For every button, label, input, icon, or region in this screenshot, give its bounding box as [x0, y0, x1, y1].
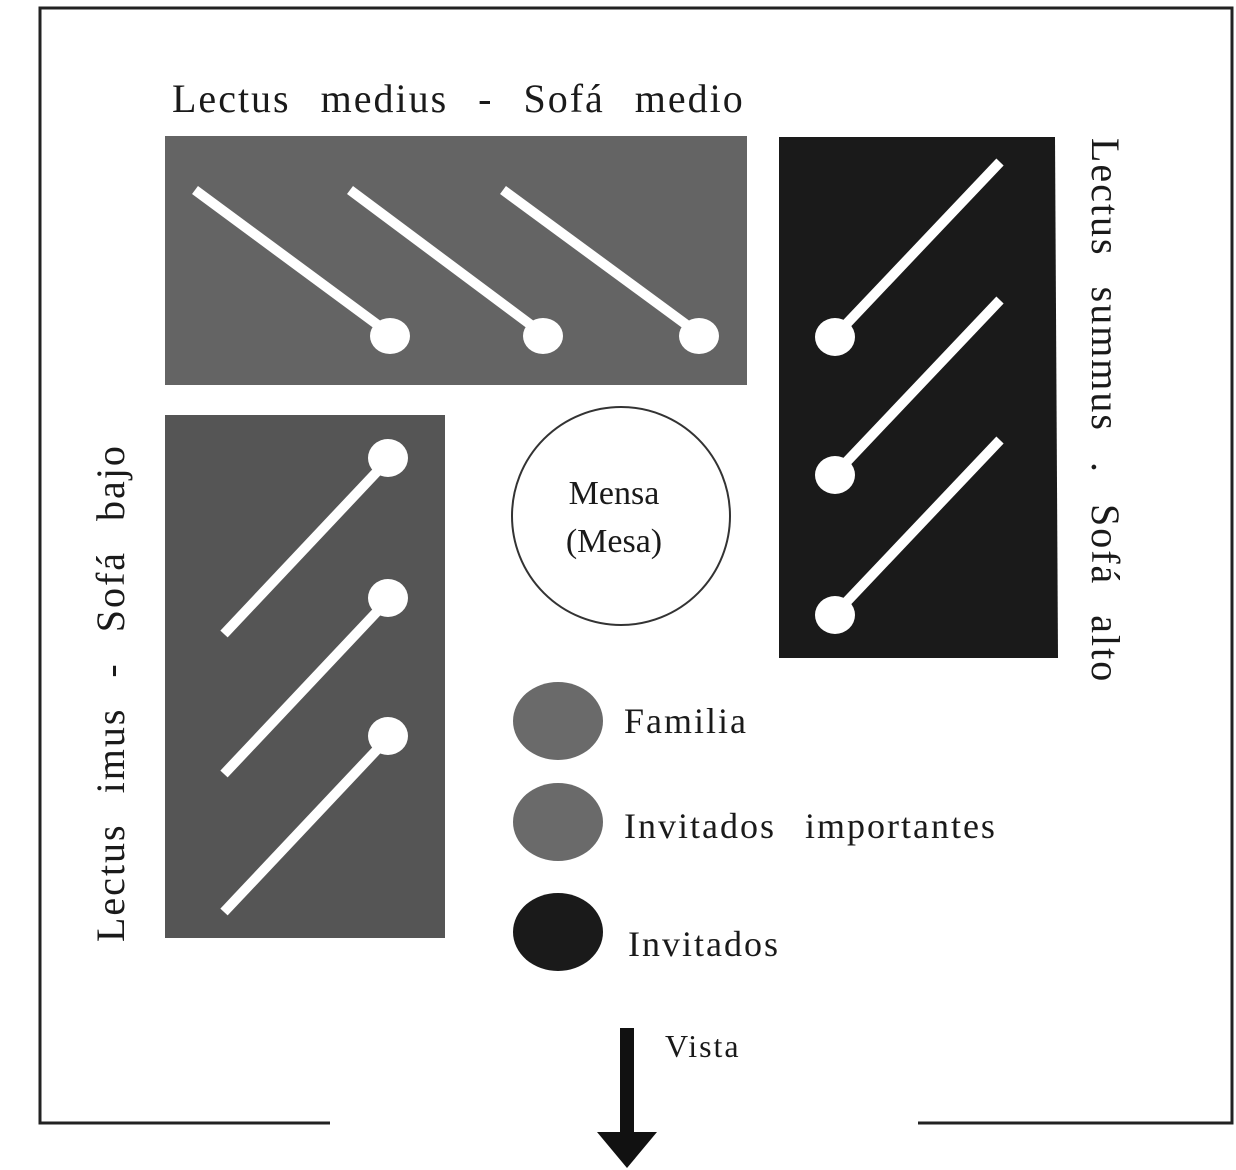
- lectus-summus-diners: [815, 158, 1004, 634]
- legend-label-familia: Familia: [624, 701, 748, 741]
- mesa-label: (Mesa): [566, 523, 662, 560]
- mensa-line1: Mensa: [569, 475, 660, 512]
- view-arrow: [597, 1028, 657, 1168]
- diner-head: [368, 439, 408, 477]
- mensa-table: [511, 406, 731, 626]
- mensa-line2: (Mesa): [566, 523, 662, 560]
- diner-figure: [220, 456, 392, 638]
- diner-figure: [220, 596, 392, 778]
- diner-figure: [500, 185, 702, 339]
- lectus-summus-couch: [779, 137, 1058, 658]
- lectus-imus-couch: [165, 415, 445, 938]
- diner-head: [679, 318, 719, 354]
- diner-head: [370, 318, 410, 354]
- mensa-label: Mensa: [569, 475, 660, 512]
- legend-swatch-invitados: [513, 893, 603, 971]
- diner-figure: [831, 158, 1004, 340]
- lectus-medius-diners: [192, 185, 719, 354]
- lectus-summus-label: Lectus summus . Sofá alto: [1083, 138, 1128, 683]
- diner-head: [368, 717, 408, 755]
- diner-head: [523, 318, 563, 354]
- legend-label-invitados: Invitados: [628, 924, 780, 964]
- legend-swatch-invitados-importantes: [513, 783, 603, 861]
- room-outline: [38, 6, 1234, 1125]
- diner-head: [815, 596, 855, 634]
- diner-figure: [831, 296, 1004, 478]
- diner-head: [368, 579, 408, 617]
- diner-figure: [192, 185, 393, 339]
- lectus-medius-couch: [165, 136, 747, 385]
- legend-swatch-familia: [513, 682, 603, 760]
- lectus-medius-label: Lectus medius - Sofá medio: [172, 76, 745, 121]
- diner-head: [815, 456, 855, 494]
- diner-figure: [220, 734, 392, 916]
- view-label: Vista: [665, 1028, 741, 1064]
- lectus-imus-label: Lectus imus - Sofá bajo: [88, 444, 133, 942]
- diner-figure: [347, 185, 546, 339]
- lectus-imus-diners: [220, 439, 408, 916]
- legend: Familia Invitados importantes Invitados: [513, 682, 997, 971]
- legend-label-invitados-importantes: Invitados importantes: [624, 806, 997, 846]
- diner-figure: [831, 436, 1004, 618]
- diner-head: [815, 318, 855, 356]
